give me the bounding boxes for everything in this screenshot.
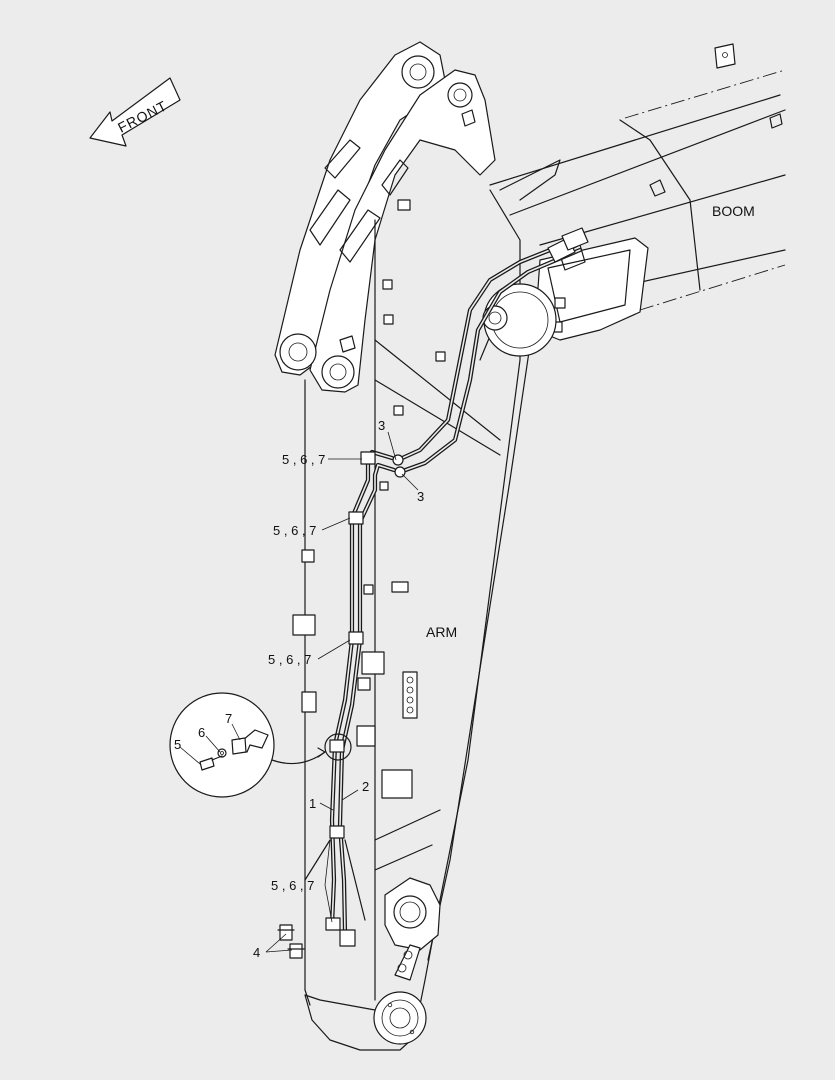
hydraulic-hoses [392,227,589,478]
detail-clamp-callout: 7 [225,711,232,726]
lower-clamp-callout: 5 , 6 , 7 [271,878,314,893]
pipe-1-callout: 1 [309,796,316,811]
top-clamp-callout: 5 , 6 , 7 [282,452,325,467]
arm-piping [277,449,397,959]
detail-bolt-callout: 5 [174,737,181,752]
arm-label: ARM [426,624,457,640]
fitting-callout: 4 [253,945,260,960]
detail-washer-callout: 6 [198,725,205,740]
front-arrow: FRONT [89,77,181,147]
mid-clamp-callout: 5 , 6 , 7 [268,652,311,667]
pipe-2-callout: 2 [362,779,369,794]
leader-lines [265,431,419,953]
hose-upper-callout: 3 [378,418,385,433]
arm [274,41,557,1051]
boom-label: BOOM [712,203,755,219]
hose-lower-callout: 3 [417,489,424,504]
detail-bubble [169,692,352,798]
upper-clamp-callout: 5 , 6 , 7 [273,523,316,538]
